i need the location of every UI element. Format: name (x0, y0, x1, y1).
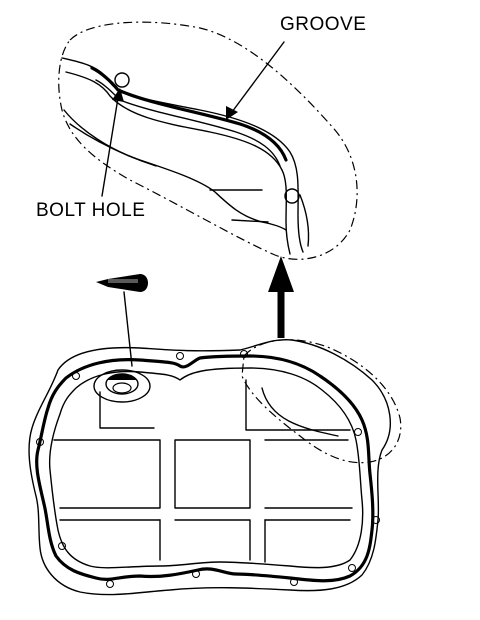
bolt-hole-label: BOLT HOLE (36, 200, 146, 221)
detail-groove-edge (95, 79, 281, 167)
sealant-tube-icon (96, 274, 148, 367)
pan-wall-3 (99, 391, 155, 429)
detail-wall-4 (231, 219, 269, 223)
pan-bolt-holes (36, 350, 380, 588)
detail-flange-inner (65, 71, 291, 255)
oil-pan (28, 338, 402, 596)
pan-floor-left (53, 439, 161, 509)
bolt-hole-leader (101, 97, 119, 197)
bolt-hole-arrowhead (112, 88, 124, 102)
pan-sealant-bead (35, 354, 375, 583)
detail-wall-2 (69, 123, 157, 167)
sealant-leader (123, 291, 133, 367)
pan-outer-edge (28, 338, 391, 596)
groove-label: GROOVE (280, 14, 367, 35)
detail-groove (90, 66, 288, 162)
groove-arrowhead (226, 106, 238, 120)
detail-view (58, 21, 358, 260)
drain-plug-boss (93, 369, 151, 403)
detail-outline (58, 21, 358, 260)
pan-wall-2 (261, 387, 339, 437)
pan-inner-edge (48, 367, 364, 569)
pan-floor-rib-5 (174, 519, 251, 561)
detail-wall-5 (299, 194, 310, 247)
pan-floor-rib-1 (174, 439, 251, 509)
magnify-arrow (268, 256, 294, 338)
detail-bolt-hole-1 (114, 72, 130, 88)
detail-bolt-hole-2 (284, 188, 300, 204)
groove-leader (231, 41, 285, 113)
pan-detail-callout (241, 339, 402, 464)
